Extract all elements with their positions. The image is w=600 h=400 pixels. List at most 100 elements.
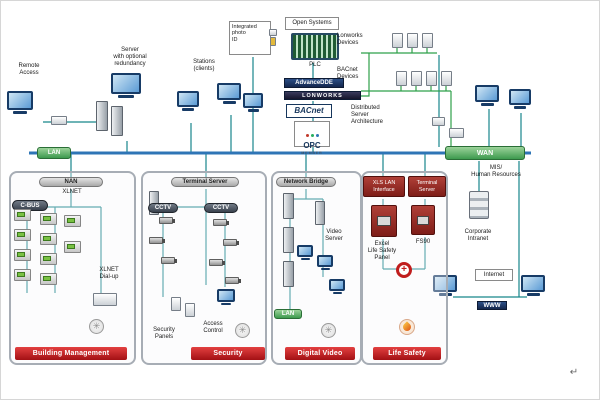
plc-label: PLC [309, 62, 321, 68]
video-server-label: Video Server [325, 229, 343, 242]
dialup-phone-device [93, 293, 117, 306]
fan-icon: ✳ [235, 323, 250, 338]
controller-device [64, 241, 81, 253]
bacnet-device [426, 71, 437, 86]
server-tower-redundant [111, 106, 123, 136]
opc-logo-dots [295, 124, 329, 142]
lonworks-device [407, 33, 418, 48]
corporate-intranet-label: Corporate Intranet [464, 229, 492, 242]
server-tower [96, 101, 108, 131]
station-computer [243, 93, 263, 112]
excel-life-safety-label: Excel Life Safety Panel [367, 241, 397, 261]
video-tower [283, 261, 294, 287]
mis-server-stack [469, 191, 489, 219]
security-keypad [171, 297, 181, 311]
controller-device [14, 229, 31, 241]
video-monitor [297, 245, 313, 260]
excel-life-safety-panel-device [371, 205, 397, 237]
top-right-computer [475, 85, 499, 106]
intranet-computer [433, 275, 457, 296]
controller-device [64, 215, 81, 227]
video-tower [283, 193, 294, 219]
cctv-camera-icon [225, 277, 241, 284]
access-control-label: Access Control [203, 321, 223, 334]
video-monitor [317, 255, 333, 270]
network-device [449, 128, 464, 138]
distributed-server-label: Distributed Server Architecture [351, 105, 384, 125]
video-tower [283, 227, 294, 253]
advancedde-bar: AdvanceDDE [284, 78, 344, 88]
video-monitor [329, 279, 345, 294]
fan-icon: ✳ [321, 323, 336, 338]
digital-video-title: Digital Video [285, 347, 355, 360]
fan-icon: ✳ [89, 319, 104, 334]
www-bar: WWW [477, 301, 507, 310]
cctv-camera-icon [209, 259, 225, 266]
security-monitor [217, 289, 235, 305]
wan-label: WAN [445, 146, 525, 160]
lan-label: LAN [37, 147, 71, 159]
modem-device [51, 116, 67, 125]
camera-stand-icon [270, 37, 276, 46]
life-safety-title: Life Safety [373, 347, 441, 360]
lonworks-devices-label: Lonworks Devices [337, 33, 363, 46]
open-systems-box: Open Systems [285, 17, 339, 30]
controller-device [14, 209, 31, 221]
fs90-label: FS90 [415, 239, 431, 245]
station-computer [217, 83, 241, 104]
bacnet-devices-label: BACnet Devices [337, 67, 359, 80]
opc-logo: OPC MEMBER [294, 121, 330, 155]
bacnet-logo: BACnet [286, 104, 332, 118]
lonworks-device [422, 33, 433, 48]
building-management-title: Building Management [15, 347, 127, 360]
bacnet-device [396, 71, 407, 86]
remote-access-label: Remote Access [18, 63, 40, 76]
cctv-camera-icon [159, 217, 175, 224]
cctv-pill: CCTV [148, 203, 178, 213]
xls-lan-interface-box: XLS LAN Interface [363, 176, 405, 197]
nan-pill: NAN [39, 177, 103, 187]
stations-label: Stations (clients) [193, 59, 215, 72]
mis-label: MIS/ Human Resources [471, 165, 521, 178]
controller-device [40, 273, 57, 285]
security-title: Security [191, 347, 265, 360]
controller-device [40, 233, 57, 245]
flame-icon [399, 319, 415, 335]
security-keypad [185, 303, 195, 317]
network-device [432, 117, 445, 126]
controller-device [14, 249, 31, 261]
server-monitor [111, 73, 141, 98]
xlnet-label: XLNET [62, 189, 82, 195]
station-computer [177, 91, 199, 111]
internet-box: Internet [475, 269, 513, 281]
network-bridge-pill: Network Bridge [276, 177, 336, 187]
opc-logo-text: OPC [303, 141, 321, 150]
cctv-pill: CCTV [204, 203, 238, 213]
cctv-camera-icon [161, 257, 177, 264]
cctv-camera-icon [149, 237, 165, 244]
terminal-server-box: Terminal Server [408, 176, 446, 197]
integrated-photo-id-box: Integrated photo ID [229, 21, 271, 55]
video-lan-label: LAN [274, 309, 302, 319]
fs90-device [411, 205, 435, 235]
www-computer [521, 275, 545, 296]
bacnet-device [411, 71, 422, 86]
opc-member-text: MEMBER [301, 150, 323, 155]
life-safety-hub-icon: + [396, 262, 412, 278]
server-label: Server with optional redundancy [113, 47, 147, 67]
remote-access-computer [7, 91, 33, 114]
return-mark: ↵ [569, 367, 579, 378]
lonworks-bar: LONWORKS [284, 91, 361, 100]
video-server-tower [315, 201, 325, 225]
bacnet-device [441, 71, 452, 86]
controller-device [40, 213, 57, 225]
xlnet-dialup-label: XLNET Dial-up [99, 267, 119, 280]
lonworks-device [392, 33, 403, 48]
cctv-camera-icon [223, 239, 239, 246]
controller-device [14, 269, 31, 281]
top-right-computer [509, 89, 531, 109]
camera-icon [269, 29, 277, 36]
terminal-server-pill: Terminal Server [171, 177, 239, 187]
cctv-camera-icon [213, 219, 229, 226]
